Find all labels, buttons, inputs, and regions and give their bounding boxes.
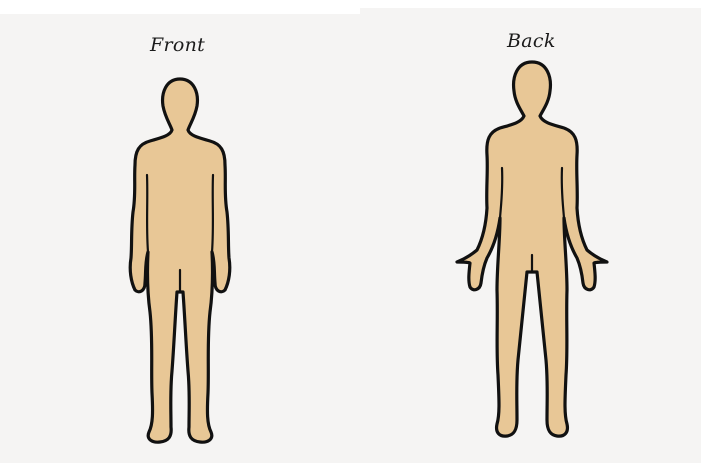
front-body-figure	[130, 79, 230, 442]
back-body-figure	[457, 62, 607, 436]
back-body-outline	[457, 62, 607, 436]
front-body-outline	[130, 79, 230, 442]
front-right-arm-line	[212, 175, 213, 252]
front-left-arm-line	[147, 175, 148, 252]
